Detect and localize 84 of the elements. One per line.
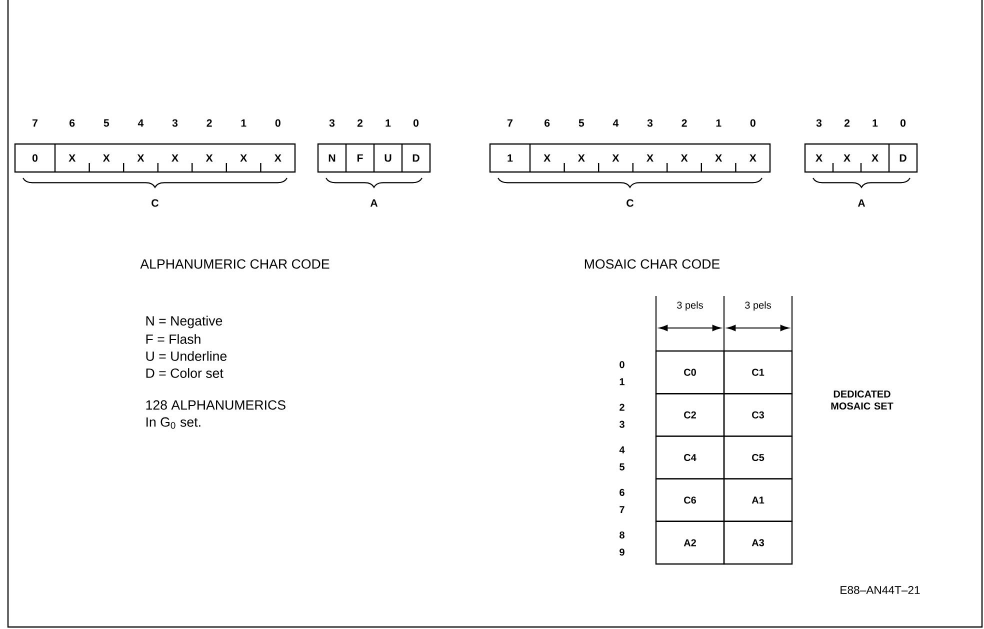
bit-value: X [816,154,822,162]
bit-value: X [715,154,722,162]
brace-label: A [858,199,866,207]
bit-number: 7 [32,119,38,127]
bit-number: 1 [716,119,722,127]
row-number: 8 [620,531,624,539]
bit-number: 1 [872,119,878,127]
dimension-label: 3 pels [677,301,703,311]
bit-number: 3 [816,119,822,127]
bit-number: 0 [275,119,280,127]
grid-cell: C0 [655,350,725,394]
bit-value: D [900,154,906,162]
row-number: 6 [620,488,624,496]
grid-cell: C5 [723,436,793,480]
legend-text: 128 ALPHANUMERICS [146,400,286,410]
row-number: 0 [620,361,624,368]
bit-value: X [749,154,756,162]
row-number: 9 [620,548,624,556]
bit-value: X [206,154,213,162]
bit-value: X [872,154,878,162]
bit-value: 0 [32,154,38,162]
bit-value: F [357,154,363,162]
brace-label: A [370,199,378,207]
row-number: 2 [620,404,624,411]
bit-number: 3 [647,119,653,127]
grid-cell: C3 [723,393,793,437]
bit-value: X [274,154,282,162]
bit-value: X [844,154,850,162]
bit-value: D [412,154,420,162]
brace-label: C [152,199,159,207]
bit-number: 4 [138,119,144,127]
bit-number: 5 [104,119,110,127]
bit-value: N [328,154,336,162]
heading: ALPHANUMERIC CHAR CODE [140,259,330,269]
bit-value: X [240,154,248,162]
bit-number: 0 [900,119,906,127]
legend-text: In G$_{0}$ set. [146,417,200,429]
legend-text: D = Color set [146,368,224,378]
bit-value: X [544,154,551,162]
bit-number: 2 [844,119,850,127]
bit-value: X [172,154,178,162]
grid-cell: A1 [723,478,793,522]
legend-text: F = Flash [146,334,200,344]
bit-number: 2 [206,119,212,127]
brace-label: C [626,199,634,207]
row-number: 1 [620,378,625,386]
grid-cell: A2 [655,520,725,565]
grid-cell: C4 [655,436,725,480]
legend-text: N = Negative [146,316,222,328]
bit-number: 1 [386,119,391,127]
bit-value: X [612,154,620,162]
bit-number: 2 [682,119,687,127]
bit-number: 6 [544,119,550,127]
bit-value: X [680,154,688,162]
row-number: 4 [619,446,625,454]
bit-value: 1 [508,154,513,162]
bit-value: U [384,154,392,162]
bit-number: 3 [329,119,335,127]
grid-cell: C2 [655,393,725,437]
legend-text: U = Underline [146,351,227,361]
bit-value: X [102,154,110,162]
bit-value: X [646,154,654,162]
row-number: 7 [620,506,624,513]
bit-value: X [578,154,585,162]
row-number: 5 [620,463,625,470]
row-number: 3 [619,420,624,428]
bit-number: 4 [612,119,619,127]
bit-value: X [137,154,144,162]
dimension-label: 3 pels [745,301,771,311]
bit-number: 2 [357,119,363,127]
bit-number: 5 [578,119,584,127]
bit-number: 0 [750,119,756,127]
bit-number: 3 [172,119,178,127]
grid-cell: A3 [723,520,793,565]
heading: MOSAIC CHAR CODE [584,259,720,269]
side-note: DEDICATED MOSAIC SET [831,390,894,410]
bit-number: 6 [70,119,75,127]
grid-cell: C1 [723,350,793,394]
bit-value: X [68,154,76,162]
bit-number: 0 [413,119,419,127]
bit-number: 7 [508,119,512,127]
grid-cell: C6 [655,478,725,522]
figure-id: E88–AN44T–21 [840,586,920,594]
bit-number: 1 [241,119,246,127]
